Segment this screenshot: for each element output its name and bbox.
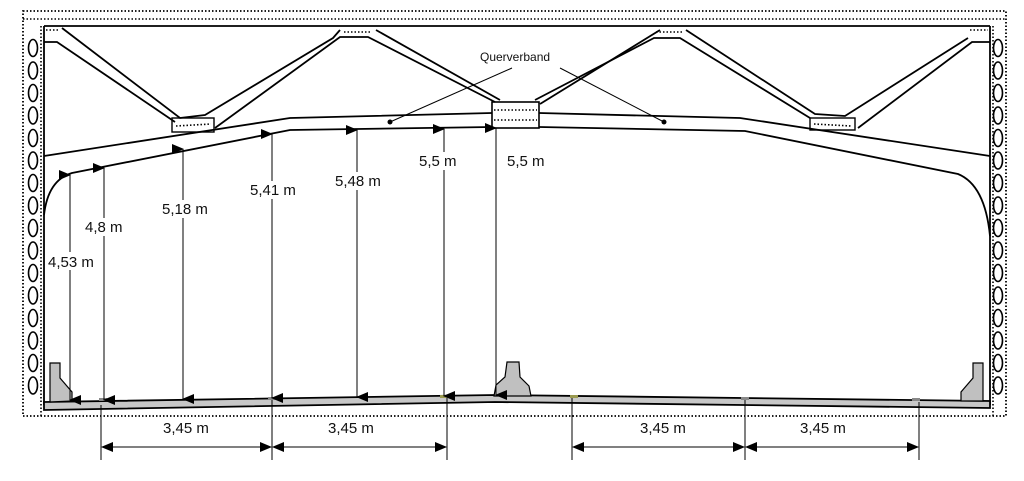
clearance-label: 5,5 m bbox=[419, 153, 457, 170]
right-wall-openings bbox=[992, 38, 1004, 395]
wall-opening bbox=[992, 106, 1004, 125]
clearance-label: 5,5 m bbox=[507, 153, 545, 170]
clearance-labels: 4,53 m 4,8 m 5,18 m 5,41 m 5,48 m 5,5 m … bbox=[46, 152, 545, 271]
wall-opening bbox=[27, 173, 39, 193]
wall-opening bbox=[27, 286, 39, 305]
wall-opening bbox=[27, 196, 39, 215]
wall-opening bbox=[27, 353, 39, 373]
wall-opening bbox=[27, 308, 39, 328]
wall-opening bbox=[992, 38, 1004, 58]
wall-opening bbox=[27, 151, 39, 170]
lane-width-label: 3,45 m bbox=[328, 420, 374, 437]
left-barrier bbox=[49, 362, 73, 403]
wall-opening bbox=[27, 128, 39, 148]
wall-opening bbox=[992, 308, 1004, 328]
wall-opening bbox=[27, 61, 39, 80]
wall-opening bbox=[992, 61, 1004, 80]
right-barrier bbox=[960, 362, 984, 402]
frame bbox=[22, 10, 1007, 417]
querverband-annotation: Querverband bbox=[387, 50, 667, 125]
wall-opening bbox=[992, 151, 1004, 170]
wall-opening bbox=[27, 218, 39, 238]
roadway bbox=[43, 361, 991, 411]
wall-opening bbox=[27, 83, 39, 103]
wall-opening bbox=[27, 331, 39, 350]
clearance-label: 5,48 m bbox=[335, 173, 381, 190]
wall-opening bbox=[992, 241, 1004, 260]
wall-opening bbox=[27, 263, 39, 283]
wall-opening bbox=[992, 83, 1004, 103]
clearance-arrows bbox=[59, 123, 507, 405]
lane-dimensions: 3,45 m 3,45 m 3,45 m 3,45 m bbox=[100, 398, 920, 460]
wall-opening bbox=[992, 196, 1004, 215]
clearance-label: 5,18 m bbox=[162, 201, 208, 218]
roof-truss bbox=[44, 27, 990, 133]
lane-width-label: 3,45 m bbox=[640, 420, 686, 437]
wall-opening bbox=[992, 218, 1004, 238]
clearance-label: 5,41 m bbox=[250, 182, 296, 199]
wall-opening bbox=[27, 106, 39, 125]
wall-opening bbox=[992, 286, 1004, 305]
wall-opening bbox=[27, 376, 39, 395]
lane-width-label: 3,45 m bbox=[800, 420, 846, 437]
wall-opening bbox=[27, 241, 39, 260]
wall-opening bbox=[27, 38, 39, 58]
clearance-label: 4,53 m bbox=[48, 254, 94, 271]
median-barrier bbox=[493, 361, 532, 397]
wall-opening bbox=[992, 331, 1004, 350]
querverband-label: Querverband bbox=[480, 50, 550, 64]
clearance-label: 4,8 m bbox=[85, 219, 123, 236]
wall-opening bbox=[992, 376, 1004, 395]
wall-opening bbox=[992, 353, 1004, 373]
lane-width-label: 3,45 m bbox=[163, 420, 209, 437]
wall-opening bbox=[992, 263, 1004, 283]
wall-opening bbox=[992, 173, 1004, 193]
wall-opening bbox=[992, 128, 1004, 148]
left-wall-openings bbox=[27, 38, 39, 395]
